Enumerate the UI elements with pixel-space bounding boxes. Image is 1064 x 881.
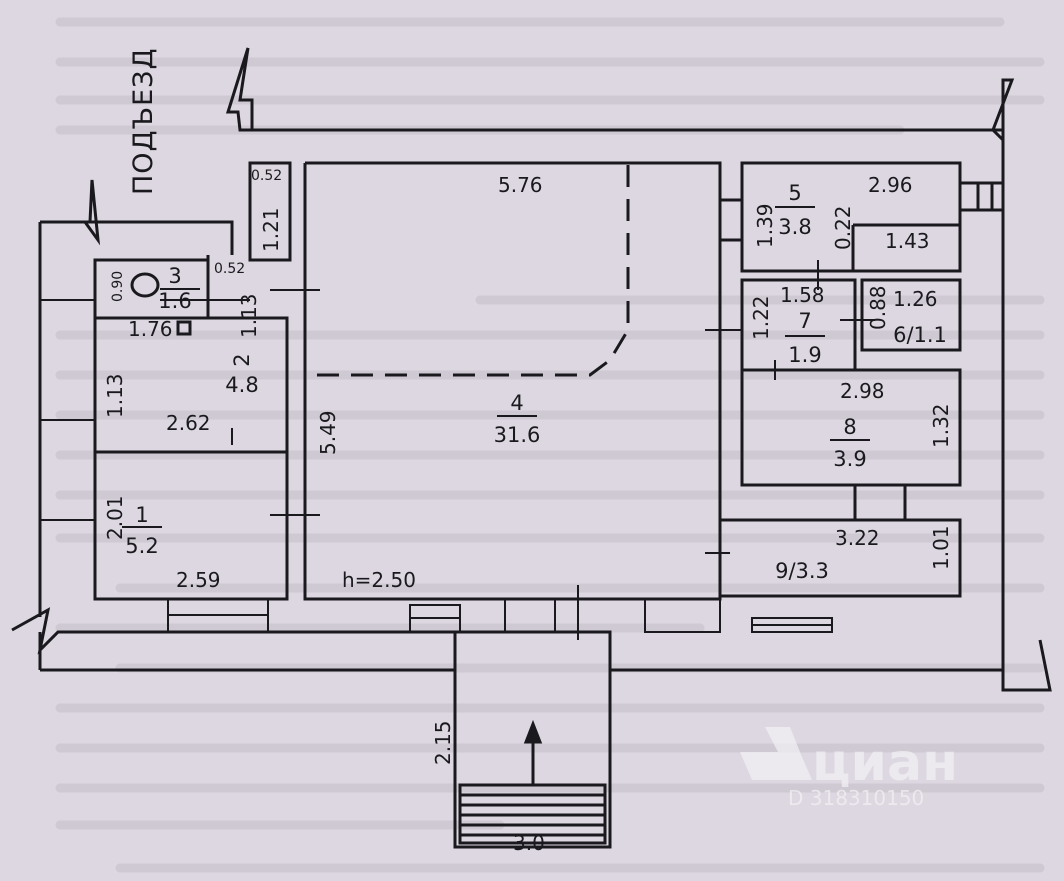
dim-5.76: 5.76 xyxy=(498,173,543,197)
room-labels: 1 5.2 2 4.8 3 1.6 4 31.6 5 3.8 6/1.1 7 1… xyxy=(122,181,947,583)
bottom-right-wall xyxy=(610,639,1052,692)
room-5-walls xyxy=(740,161,962,273)
dim-3.22: 3.22 xyxy=(835,526,880,550)
room-9-label: 9/3.3 xyxy=(775,559,829,583)
room-9-walls xyxy=(720,518,962,598)
dim-3.0: 3.0 xyxy=(513,831,545,855)
dim-1.39: 1.39 xyxy=(753,203,777,248)
dim-2.62: 2.62 xyxy=(166,411,211,435)
room-6-walls xyxy=(860,278,962,352)
closet-0.52 xyxy=(248,161,292,262)
ceiling-height: h=2.50 xyxy=(342,568,416,592)
plan-lines xyxy=(11,47,1052,849)
dim-1.43: 1.43 xyxy=(885,229,930,253)
dim-2.15: 2.15 xyxy=(431,720,455,765)
room-3-number: 3 xyxy=(168,264,181,288)
toilet-icon xyxy=(130,272,160,298)
entrance-label: ПОДЪЕЗД xyxy=(128,47,159,195)
room-8-area: 3.9 xyxy=(833,447,866,471)
dim-2.96: 2.96 xyxy=(868,173,913,197)
dim-1.76: 1.76 xyxy=(128,317,173,341)
dim-0.52-top: 0.52 xyxy=(251,168,282,184)
entry-arrow-head xyxy=(523,719,543,744)
room-4-number: 4 xyxy=(510,391,523,415)
dim-2.01: 2.01 xyxy=(103,495,127,540)
sink-icon xyxy=(176,320,192,336)
room-3-area: 1.6 xyxy=(158,289,191,313)
windows xyxy=(40,299,833,633)
room-4-dashed-partition xyxy=(305,165,630,377)
dim-1.32: 1.32 xyxy=(929,403,953,448)
room-3-walls xyxy=(93,258,210,320)
dimension-ticks xyxy=(160,260,875,640)
dim-1.58: 1.58 xyxy=(780,283,825,307)
watermark-logo-icon xyxy=(740,727,812,780)
room-6-label: 6/1.1 xyxy=(893,323,947,347)
room-7-area: 1.9 xyxy=(788,343,821,367)
dim-1.26: 1.26 xyxy=(893,287,938,311)
dim-0.90: 0.90 xyxy=(110,271,126,302)
dim-1.21: 1.21 xyxy=(259,207,283,252)
room-5-area: 3.8 xyxy=(778,215,811,239)
dim-1.22: 1.22 xyxy=(749,295,773,340)
dim-5.49: 5.49 xyxy=(316,410,340,455)
left-upper-wall xyxy=(40,179,234,255)
dim-1.01: 1.01 xyxy=(929,525,953,570)
watermark-brand: циан xyxy=(812,733,958,793)
room-8-walls xyxy=(740,368,962,487)
dimension-labels: 0.52 1.21 0.52 0.90 1.76 1.13 1.13 2.62 … xyxy=(103,168,953,855)
dim-0.52-mid: 0.52 xyxy=(214,261,245,277)
upper-outer-wall xyxy=(225,47,1015,180)
watermark-code: D 318310150 xyxy=(788,786,924,810)
dim-0.22: 0.22 xyxy=(831,205,855,250)
dim-2.59: 2.59 xyxy=(176,568,221,592)
dim-2.98: 2.98 xyxy=(840,379,885,403)
room-2-area: 4.8 xyxy=(225,373,258,397)
room-4-area: 31.6 xyxy=(494,423,541,447)
room-7-number: 7 xyxy=(798,309,811,333)
dim-1.13-vertical-left: 1.13 xyxy=(103,373,127,418)
room-5-number: 5 xyxy=(788,181,801,205)
watermark: циан D 318310150 xyxy=(740,727,958,810)
dim-0.88: 0.88 xyxy=(866,285,890,330)
room-1-area: 5.2 xyxy=(125,534,158,558)
room-8-number: 8 xyxy=(843,415,856,439)
room-1-number: 1 xyxy=(135,503,148,527)
dim-1.13-vertical-right: 1.13 xyxy=(237,293,261,338)
room-2-number: 2 xyxy=(230,353,254,366)
